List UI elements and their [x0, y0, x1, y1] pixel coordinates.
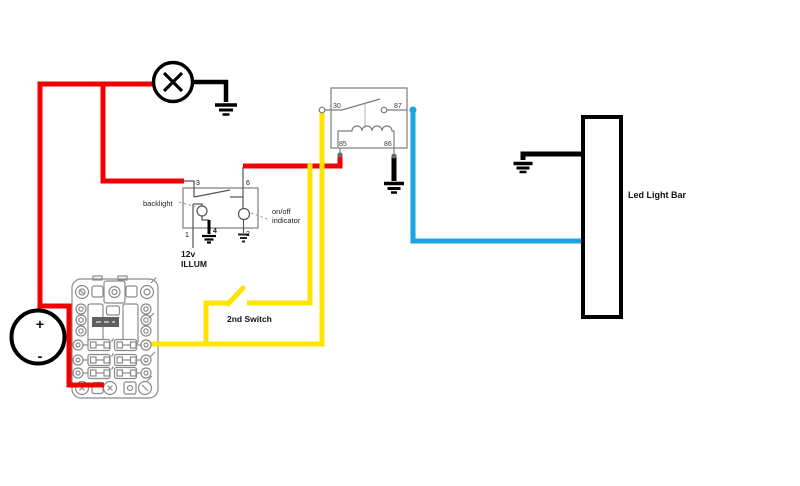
rocker-pin2-label: 2 [246, 231, 250, 238]
rocker-pin4-label: 4 [213, 228, 217, 235]
relay-pin85-label: 85 [339, 141, 347, 148]
battery-symbol: + - [9, 308, 67, 366]
labels: 30 87 85 86 3 6 1 4 2 backlight on/off i… [143, 103, 686, 324]
rocker-pin1-label: 1 [185, 232, 189, 239]
rocker-blade [193, 189, 231, 198]
ground-symbol-ledbar [513, 161, 533, 174]
relay-terminal-85 [337, 152, 343, 158]
fuse-box [71, 275, 159, 399]
wire-to-2nd-switch [203, 300, 228, 344]
illum-label-line2: ILLUM [181, 259, 207, 269]
relay-coil [337, 125, 395, 148]
backlight-lead [193, 203, 203, 206]
relay-terminal-30 [318, 106, 326, 114]
second-switch-label: 2nd Switch [227, 314, 272, 324]
led-light-bar [581, 115, 623, 319]
ground-symbol-relay86 [384, 181, 404, 194]
rocker-pin3-label: 3 [196, 180, 200, 187]
rocker-pin6-label: 6 [246, 180, 250, 187]
wire-battery-to-fusebox [37, 81, 153, 388]
indicator-label-line2: indicator [272, 216, 301, 225]
battery-negative-label: - [38, 348, 43, 364]
backlight-callout-line [178, 201, 198, 208]
relay-pin30-label: 30 [333, 103, 341, 110]
relay-box [330, 87, 408, 149]
rocker-switch-box [182, 187, 259, 229]
black-wires [192, 79, 583, 181]
ground-symbol-pin2 [238, 233, 249, 243]
backlight-lamp-symbol [196, 205, 208, 217]
lamp-ground-wire [192, 79, 229, 102]
backlight-label: backlight [143, 199, 174, 208]
rocker-pin3-lead [184, 180, 195, 197]
rocker-switch [182, 167, 259, 248]
battery-positive-label: + [36, 316, 44, 332]
lamp-x-icon [162, 71, 184, 93]
relay-terminal-87 [380, 106, 388, 114]
wire-2nd-switch-to-relay85 [247, 163, 313, 306]
relay [325, 87, 408, 153]
2nd-switch-blade [225, 285, 246, 307]
relay-terminal-86 [391, 153, 397, 159]
relay-pin86-label: 86 [384, 141, 392, 148]
relay-pin87-label: 87 [394, 103, 402, 110]
ground-symbol-pin4 [202, 234, 216, 244]
relay-terminals [318, 106, 397, 159]
relay-contact [325, 98, 407, 128]
illum-label-line1: 12v [181, 249, 195, 259]
indicator-label-line1: on/off [272, 207, 292, 216]
red-wires [37, 81, 343, 388]
wire-switch-pin6-to-relay85 [243, 156, 343, 169]
indicator-lamp-symbol [237, 207, 251, 221]
yellow-wires [145, 111, 325, 347]
ground-symbol-lamp [215, 103, 237, 116]
wire-to-switch-pin3 [100, 84, 184, 184]
wire-relay87-to-ledbar [410, 110, 583, 244]
fuse-box-side-screws [75, 303, 155, 337]
indicator-callout-line [250, 212, 271, 221]
ledbar-ground-wire [520, 151, 583, 160]
led-light-bar-label: Led Light Bar [628, 190, 686, 200]
blue-wire [410, 110, 583, 244]
relay87-junction-dot [409, 106, 417, 114]
fusebox-yellow-terminal [140, 339, 152, 351]
lamp-symbol [151, 60, 195, 104]
